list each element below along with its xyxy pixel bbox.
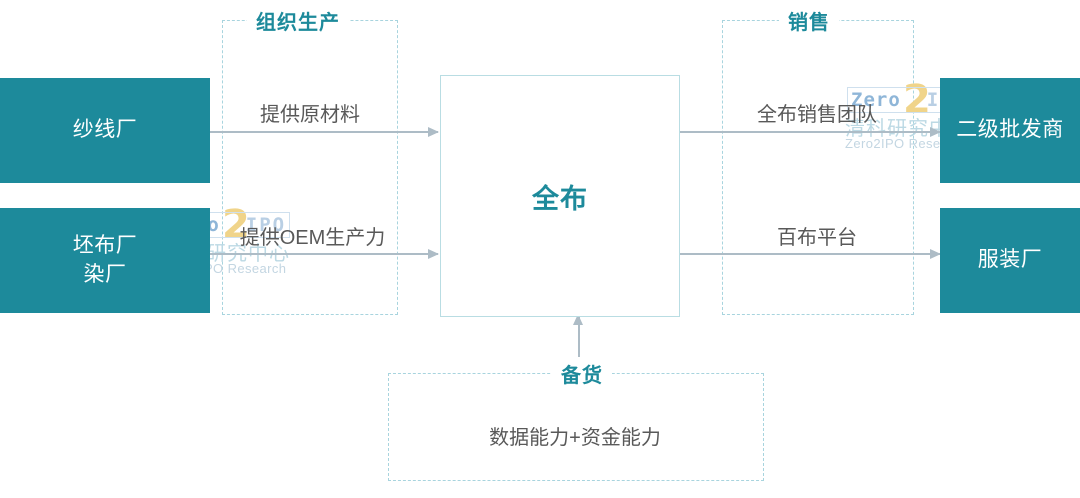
- entity-label-line: 二级批发商: [956, 118, 1064, 142]
- flow-label-supply-raw-materials: 提供原材料: [260, 104, 360, 126]
- phase-region-sales: [722, 20, 914, 315]
- entity-label-line: 坯布厂: [72, 234, 138, 258]
- entity-label-line: 纱线厂: [72, 118, 138, 142]
- flow-label-quanbu-sales-team: 全布销售团队: [757, 104, 877, 126]
- hub-box-quanbu: 全布: [440, 75, 680, 317]
- arrow-hub-to-wholesaler: [679, 127, 941, 136]
- entity-garment-factory-labels: 服装厂: [978, 246, 1043, 274]
- hub-label: 全布: [532, 183, 588, 214]
- entity-label-line: 染厂: [83, 262, 127, 286]
- entity-secondary-wholesaler-labels: 二级批发商: [956, 116, 1064, 144]
- entity-yarn-mill: 纱线厂: [0, 78, 210, 183]
- arrow-yarn-to-hub: [210, 127, 439, 136]
- flow-label-baibu-platform: 百布平台: [777, 227, 857, 249]
- arrow-stocking-to-hub: [574, 314, 582, 357]
- entity-greige-dye-mill: 坯布厂 染厂: [0, 208, 210, 313]
- phase-title-organize-production: 组织生产: [247, 6, 349, 35]
- entity-greige-dye-mill-labels: 坯布厂 染厂: [73, 232, 138, 289]
- entity-label-line: 服装厂: [977, 248, 1043, 272]
- arrow-hub-to-garment: [679, 249, 941, 258]
- entity-secondary-wholesaler: 二级批发商: [940, 78, 1080, 183]
- flow-label-supply-oem-capacity: 提供OEM生产力: [239, 227, 386, 249]
- arrow-greige-to-hub: [210, 249, 439, 258]
- entity-yarn-mill-labels: 纱线厂: [73, 116, 138, 144]
- note-stocking-capability: 数据能力+资金能力: [489, 427, 661, 449]
- entity-garment-factory: 服装厂: [940, 208, 1080, 313]
- phase-title-stocking: 备货: [552, 359, 612, 388]
- phase-region-organize-production: [222, 20, 398, 315]
- phase-title-sales: 销售: [779, 6, 839, 35]
